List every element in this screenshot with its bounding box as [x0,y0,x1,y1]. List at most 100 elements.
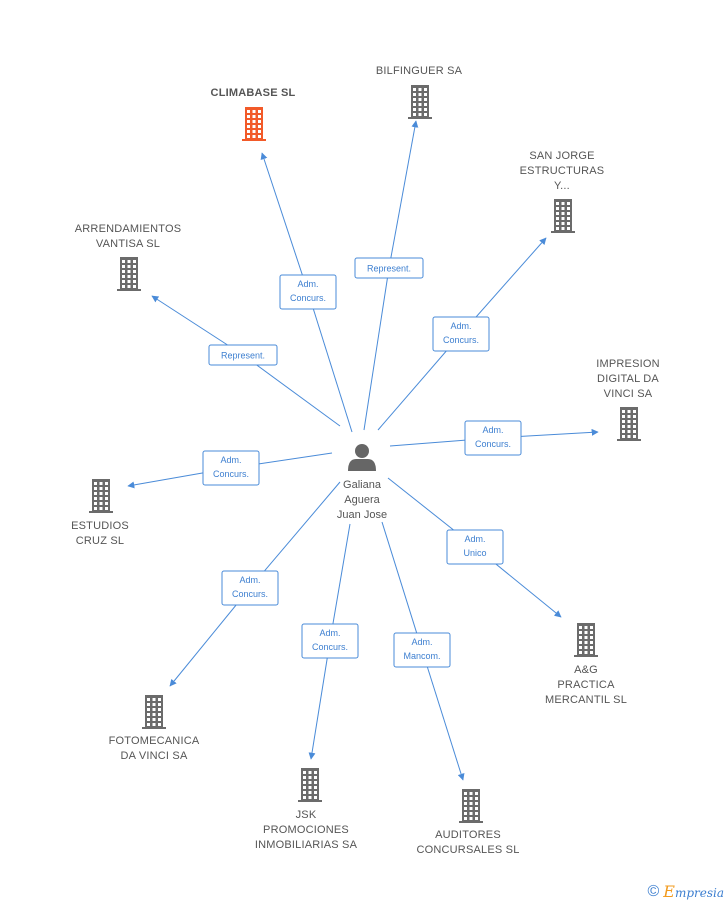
company-name: DA VINCI SA [121,750,188,762]
building-icon [617,407,641,441]
edge-label-box [354,257,424,279]
edge-estudios[interactable]: Adm. Concurs. [127,450,333,489]
edge-label-text: Mancom. [403,651,440,661]
company-name: INMOBILIARIAS SA [255,839,358,851]
edge-line-inner [242,354,341,427]
edge-label[interactable]: Adm.Concurs. [221,570,279,606]
edge-label[interactable]: Adm. Concurs. [202,450,260,486]
edge-label-text: Adm. [297,279,318,289]
edge-label-text: Concurs. [213,469,249,479]
edge-label-box [301,623,359,659]
edge-label-text: Concurs. [443,335,479,345]
edges-layer: Adm. Concurs. Represent. Adm. Concurs. Repres… [127,120,599,781]
edge-label[interactable]: Represent. [354,257,424,279]
edge-label[interactable]: Represent. [208,344,278,366]
edge-line-inner [381,521,423,651]
company-node-arrendamientos[interactable]: ARRENDAMIENTOS VANTISA SL [75,223,182,291]
edge-line-inner [363,267,390,431]
edge-line-inner [249,481,341,589]
edge-climabase[interactable]: Adm. Concurs. [260,152,353,433]
edge-impresion[interactable]: Adm. Concurs. [389,420,599,456]
building-icon [298,768,322,802]
edge-san-jorge[interactable]: Adm.Concurs. [377,237,547,431]
company-name: MERCANTIL SL [545,694,627,706]
edge-fotomecanica[interactable]: Adm. Concurs. [169,481,341,687]
edge-ag-practica[interactable]: Adm. Unico [387,477,562,618]
building-icon [574,623,598,657]
company-node-bilfinguer[interactable]: BILFINGUER SA [376,65,463,119]
company-node-impresion[interactable]: IMPRESION DIGITAL DA VINCI SA [596,358,660,441]
building-icon [117,257,141,291]
edge-label-text: Concurs. [475,439,511,449]
company-name: Y... [554,180,570,192]
empresia-watermark[interactable]: © Empresia [647,882,724,901]
edge-label-text: Unico [463,548,486,558]
copyright-icon: © [647,882,660,900]
person-icon [348,444,376,471]
building-icon [142,695,166,729]
company-name: FOTOMECANICA [109,735,200,747]
company-node-san-jorge[interactable]: SAN JORGE ESTRUCTURAS Y... [520,150,605,233]
company-name: DIGITAL DA [597,373,659,385]
company-name: AUDITORES [435,829,501,841]
building-icon [408,85,432,119]
edge-label-text: Adm. [319,628,340,638]
edge-label[interactable]: Adm.Concurs. [301,623,359,659]
edge-arrow [388,120,419,269]
company-name: VINCI SA [604,388,653,400]
edge-label-text: Concurs. [290,293,326,303]
edge-label[interactable]: Adm. Concurs. [279,274,337,310]
edge-arrow [308,640,331,760]
company-name: JSK [296,809,317,821]
company-name: IMPRESION [596,358,660,370]
company-name: CRUZ SL [76,535,124,547]
building-icon [459,789,483,823]
company-name: ARRENDAMIENTOS [75,223,182,235]
edge-label[interactable]: Adm. Unico [446,529,504,565]
building-icon [551,199,575,233]
brand-initial: E [663,882,675,901]
company-name: SAN JORGE [529,150,594,162]
edge-label-text: Represent. [221,351,265,361]
company-node-jsk[interactable]: JSK PROMOCIONES INMOBILIARIAS SA [255,768,358,851]
company-name: VANTISA SL [96,238,160,250]
edge-label-text: Adm. [220,455,241,465]
building-icon [242,107,266,141]
person-name: Aguera [344,494,380,506]
edge-label-box [202,450,260,486]
company-name: PROMOCIONES [263,824,349,836]
building-icon [89,479,113,513]
company-name: CLIMABASE SL [211,87,296,99]
edge-line-inner [329,523,351,642]
company-name: A&G [574,664,598,676]
nodes-layer: CLIMABASE SL BILFINGUER SA SAN JORGE ESTRUC… [71,65,660,856]
edge-label-box [221,570,279,606]
edge-label[interactable]: Adm. Mancom. [393,632,451,668]
edge-label-box [279,274,337,310]
company-name: ESTRUCTURAS [520,165,605,177]
person-name: Galiana [343,479,382,491]
company-name: PRACTICA [557,679,615,691]
edge-arrow [260,152,309,293]
person-name: Juan Jose [337,509,387,521]
edge-jsk[interactable]: Adm.Concurs. [301,523,359,760]
edge-label[interactable]: Adm. Concurs. [464,420,522,456]
company-node-climabase[interactable]: CLIMABASE SL [211,87,296,141]
edge-bilfinguer[interactable]: Represent. [354,120,424,431]
edge-label-text: Adm. [411,637,432,647]
edge-label-text: Concurs. [232,589,268,599]
company-node-fotomecanica[interactable]: FOTOMECANICA DA VINCI SA [109,695,200,762]
edge-label-box [446,529,504,565]
edge-label[interactable]: Adm.Concurs. [432,316,490,352]
brand-name: mpresia [674,886,724,900]
edge-label-text: Adm. [482,425,503,435]
company-node-ag-practica[interactable]: A&G PRACTICA MERCANTIL SL [545,623,627,706]
edge-arrendamientos[interactable]: Represent. [151,295,341,427]
edge-label-box [432,316,490,352]
edge-auditores[interactable]: Adm. Mancom. [381,521,465,781]
edge-label-text: Adm. [464,534,485,544]
